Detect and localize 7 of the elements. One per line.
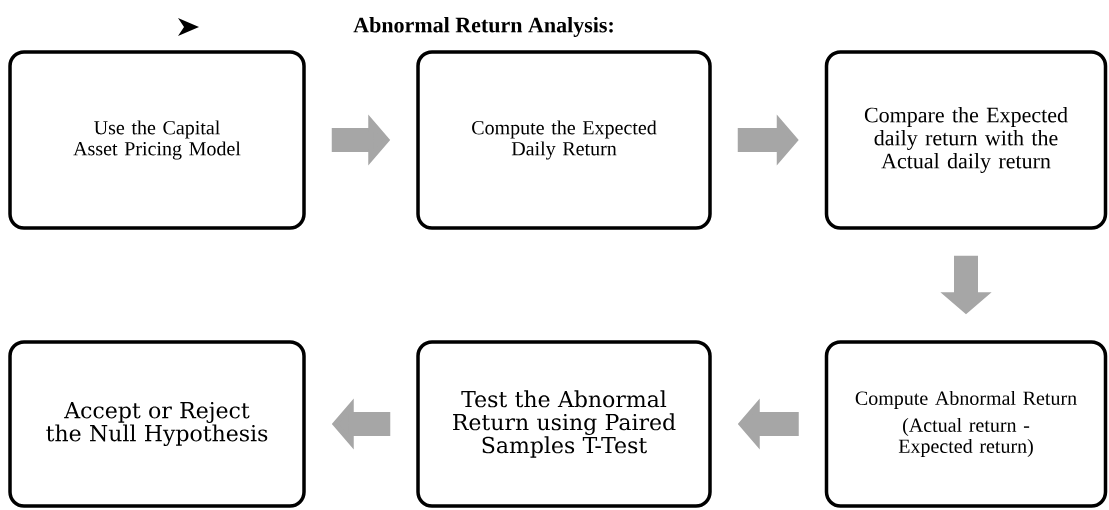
process-box: Use the Capital Asset Pricing Model [8, 50, 306, 230]
process-box: Compute Abnormal Return (Actual return - Expected return) [824, 340, 1108, 508]
process-box: Compare the Expected daily return with the Actual daily return [824, 50, 1108, 230]
title: Abnormal Return Analysis: [353, 17, 613, 37]
process-box: Test the Abnormal Return using Paired Samples T-Test [416, 340, 712, 508]
process-box: Compute the Expected Daily Return [416, 50, 712, 230]
process-box: Accept or Reject the Null Hypothesis [8, 340, 306, 508]
